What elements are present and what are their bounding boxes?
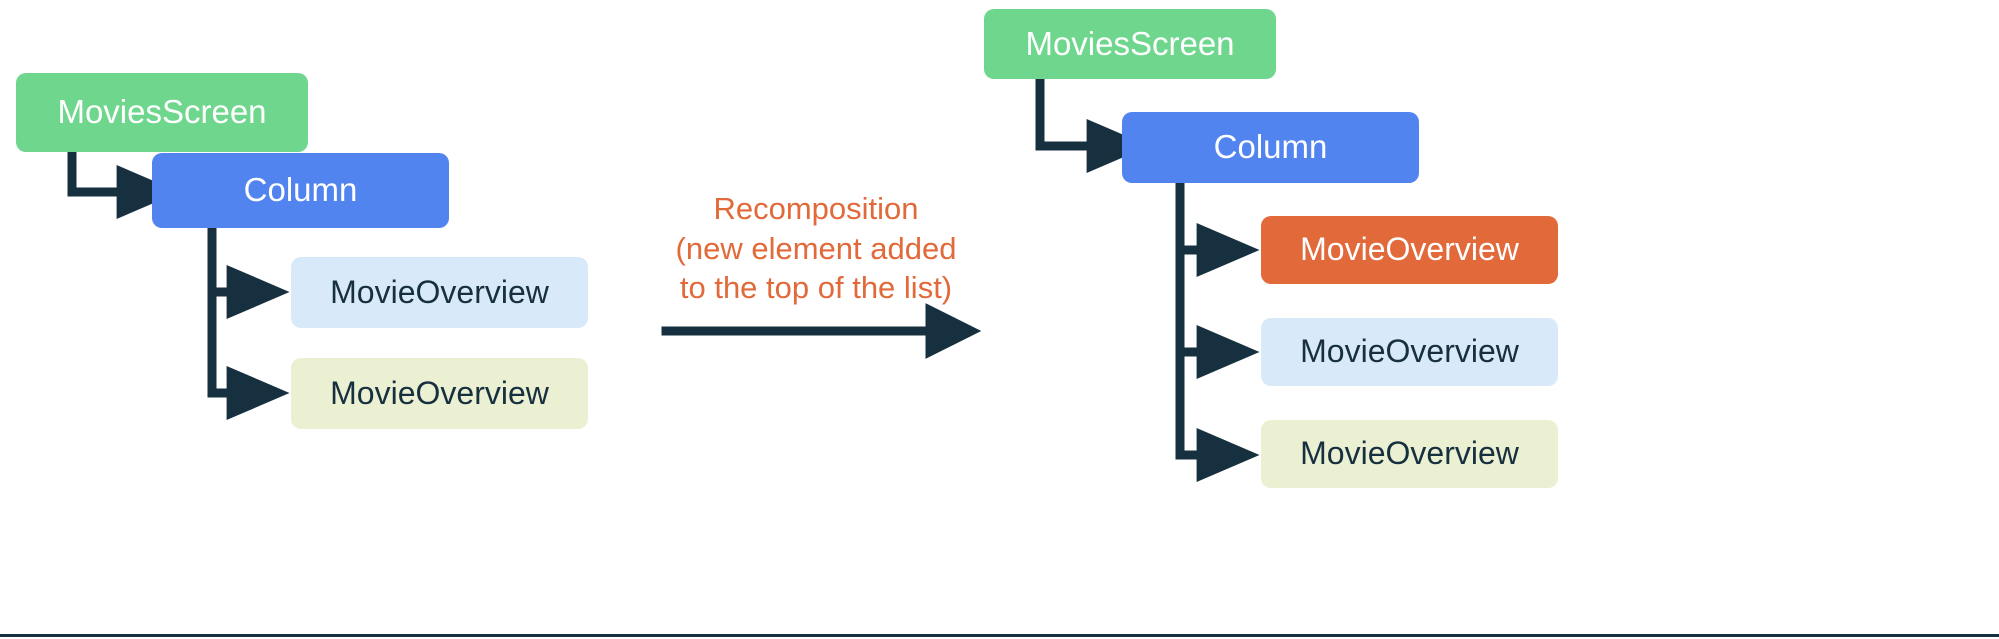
right-node-movie-overview-1[interactable]: MovieOverview [1261, 216, 1558, 284]
right-node-movie-overview-2-label: MovieOverview [1300, 333, 1519, 370]
bottom-divider [0, 634, 1999, 637]
right-node-movie-overview-2[interactable]: MovieOverview [1261, 318, 1558, 386]
left-node-movies-screen-label: MoviesScreen [57, 93, 267, 131]
right-node-column-label: Column [1213, 128, 1328, 166]
recomposition-caption-line-2: (new element added [675, 230, 957, 266]
right-node-movie-overview-3[interactable]: MovieOverview [1261, 420, 1558, 488]
left-node-movie-overview-2[interactable]: MovieOverview [291, 358, 588, 429]
right-edge-column-to-children [1175, 178, 1260, 482]
right-node-movie-overview-3-label: MovieOverview [1300, 435, 1519, 472]
right-node-movies-screen-label: MoviesScreen [1025, 24, 1235, 62]
recomposition-caption-line-3: to the top of the list) [679, 270, 953, 306]
right-node-movies-screen[interactable]: MoviesScreen [984, 9, 1276, 79]
recomposition-caption: Recomposition (new element added to the … [651, 189, 981, 308]
left-node-movie-overview-1[interactable]: MovieOverview [291, 257, 588, 328]
left-edge-screen-to-column [67, 151, 180, 219]
left-node-movies-screen[interactable]: MoviesScreen [16, 73, 308, 152]
left-node-movie-overview-1-label: MovieOverview [330, 273, 549, 310]
right-node-column[interactable]: Column [1122, 112, 1419, 183]
right-node-movie-overview-1-label: MovieOverview [1300, 231, 1519, 268]
left-edge-column-to-children [207, 223, 290, 420]
left-node-column[interactable]: Column [152, 153, 449, 228]
left-node-column-label: Column [243, 171, 358, 209]
right-edge-screen-to-column [1035, 73, 1150, 173]
recomposition-caption-line-1: Recomposition [713, 191, 919, 226]
left-node-movie-overview-2-label: MovieOverview [330, 374, 549, 411]
